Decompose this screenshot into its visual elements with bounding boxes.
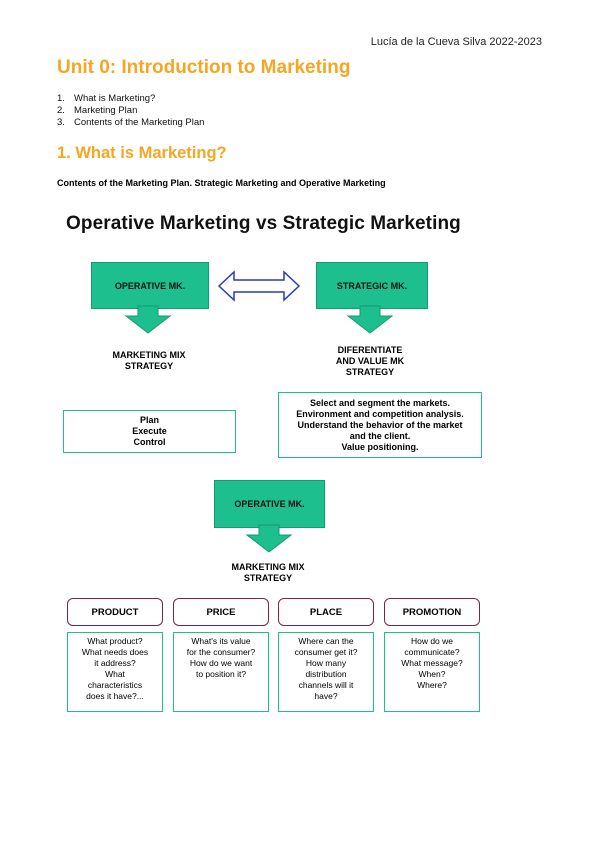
category-price: PRICE [173,598,269,626]
category-product: PRODUCT [67,598,163,626]
toc-text: What is Marketing? [74,93,156,104]
down-arrow-icon [245,524,293,553]
double-arrow-icon [217,270,301,302]
operative-detail-box: Plan Execute Control [63,410,236,453]
toc-number: 2. [57,105,65,116]
place-questions: Where can the consumer get it? How many … [278,632,374,712]
toc-item: 2. Marketing Plan [57,105,204,117]
diagram-title: Operative Marketing vs Strategic Marketi… [66,213,461,234]
strategic-label: DIFERENTIATE AND VALUE MK STRATEGY [335,345,405,377]
down-arrow-icon [124,305,172,334]
section-heading: 1. What is Marketing? [57,144,227,162]
down-arrow-icon [346,305,394,334]
promotion-questions: How do we communicate? What message? Whe… [384,632,480,712]
category-promotion: PROMOTION [384,598,480,626]
operative-mk-box: OPERATIVE MK. [91,262,209,309]
price-questions: What's its value for the consumer? How d… [173,632,269,712]
toc-text: Contents of the Marketing Plan [74,117,205,128]
operative-mk-box-2: OPERATIVE MK. [214,480,325,528]
toc-item: 3. Contents of the Marketing Plan [57,117,204,129]
strategic-detail-box: Select and segment the markets. Environm… [278,392,482,458]
toc-number: 3. [57,117,65,128]
category-place: PLACE [278,598,374,626]
strategic-mk-box: STRATEGIC MK. [316,262,428,309]
toc-item: 1. What is Marketing? [57,93,204,105]
operative-label: MARKETING MIX STRATEGY [112,350,186,371]
toc-number: 1. [57,93,65,104]
product-questions: What product? What needs does it address… [67,632,163,712]
author-header: Lucía de la Cueva Silva 2022-2023 [370,36,542,48]
page-title: Unit 0: Introduction to Marketing [57,57,351,78]
mix-label: MARKETING MIX STRATEGY [231,562,305,583]
section-subtitle: Contents of the Marketing Plan. Strategi… [57,178,386,188]
toc-text: Marketing Plan [74,105,138,116]
table-of-contents: 1. What is Marketing? 2. Marketing Plan 3.… [57,93,204,129]
